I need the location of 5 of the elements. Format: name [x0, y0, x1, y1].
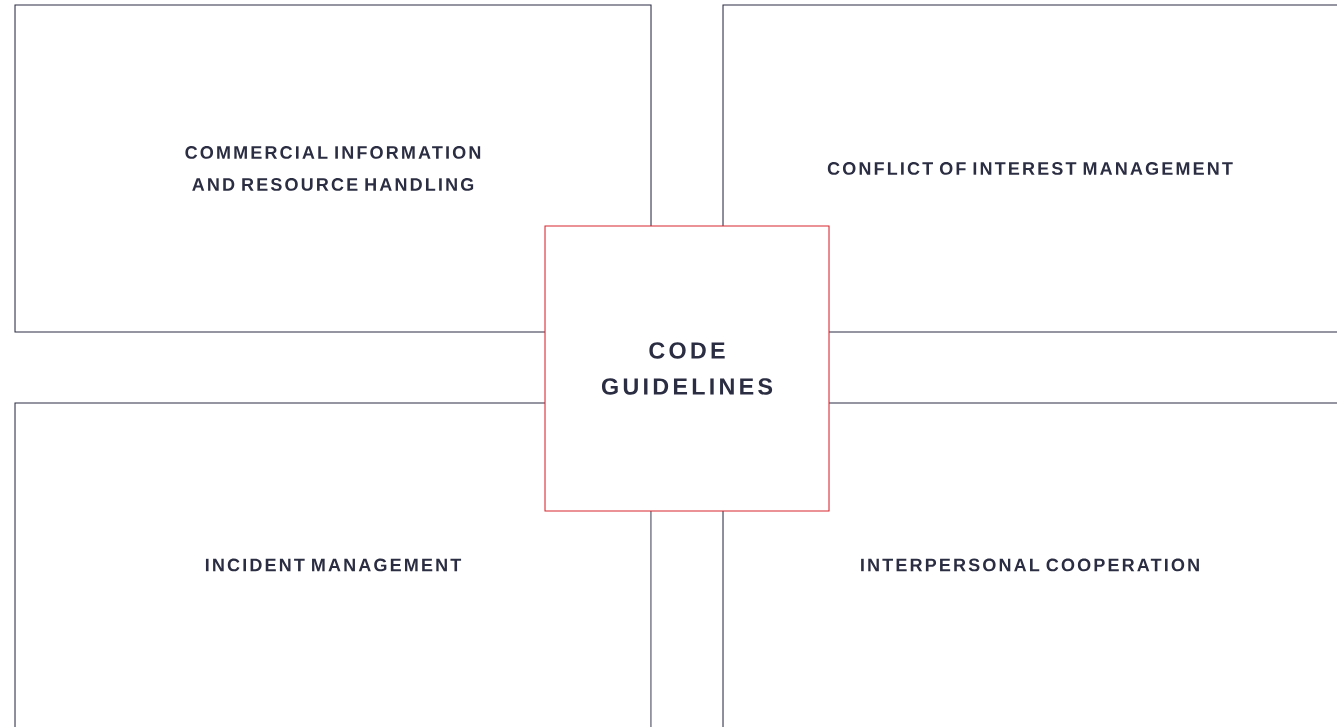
box-label: INTERPERSONAL COOPERATION [861, 558, 1199, 572]
box-label: CONFLICT OF INTEREST MANAGEMENT [827, 162, 1233, 175]
box-label: INCIDENT MANAGEMENT [205, 558, 462, 572]
box-label: COMMERCIAL INFORMATION AND RESOURCE HANDLING [185, 146, 481, 191]
center-label: CODE GUIDELINES [601, 342, 773, 395]
